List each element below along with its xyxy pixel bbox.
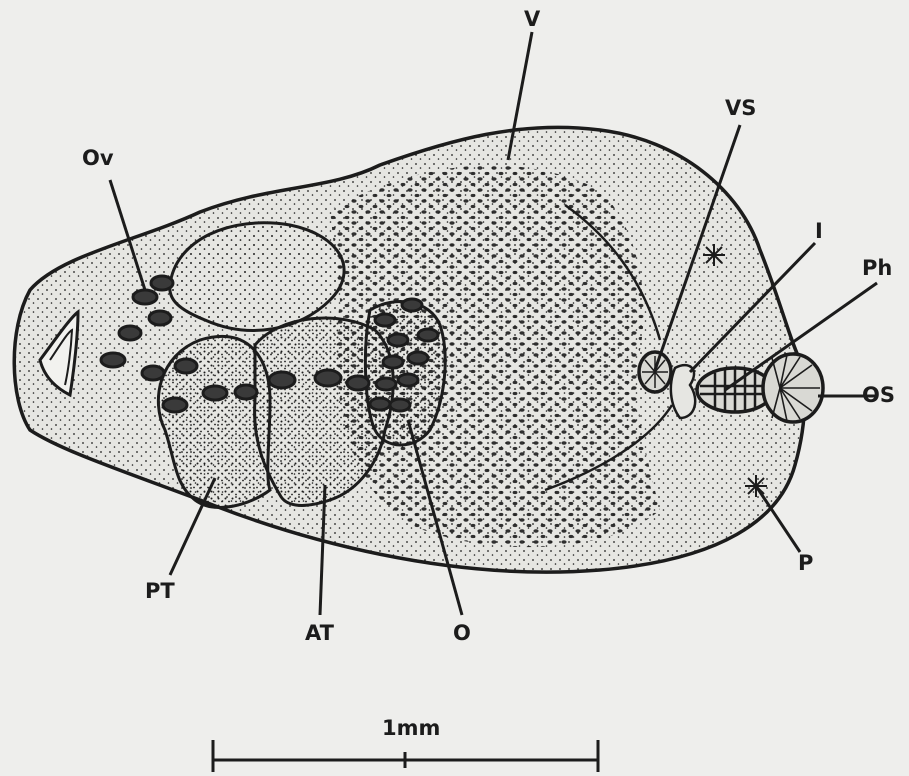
label-p: P (798, 551, 813, 575)
papilla-upper (703, 244, 725, 266)
ventral-sucker (639, 352, 671, 392)
label-vs: VS (725, 96, 756, 120)
scale-bar (213, 740, 598, 772)
scale-bar-label: 1mm (382, 716, 440, 740)
label-pt: PT (145, 579, 175, 603)
intestine (671, 365, 695, 418)
label-v: V (524, 7, 541, 31)
oral-sucker (763, 354, 823, 422)
label-at: AT (305, 621, 335, 645)
label-i: I (815, 219, 823, 243)
label-os: OS (862, 383, 895, 407)
label-ph: Ph (862, 256, 892, 280)
label-ov: Ov (82, 146, 114, 170)
label-o: O (453, 621, 471, 645)
